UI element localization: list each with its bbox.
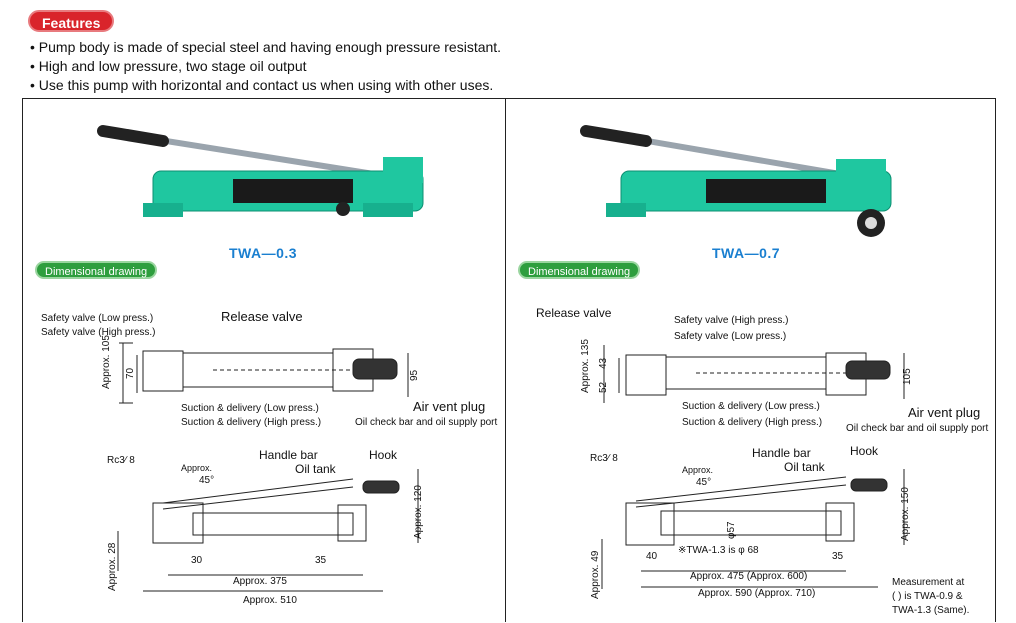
panel-twa-0-7: TWA—0.7 Dimensional drawing Release valv… (505, 98, 996, 622)
dim-40: 40 (646, 551, 658, 562)
label-approx-angle: Approx. (181, 463, 212, 473)
dim-approx-510: Approx. 510 (243, 595, 297, 606)
label-release-valve: Release valve (221, 309, 303, 324)
dim-52: 52 (598, 381, 609, 393)
label-oil-tank: Oil tank (784, 460, 826, 474)
label-rc3-8: Rc3∕ 8 (107, 455, 135, 466)
model-label: TWA—0.3 (229, 245, 298, 261)
label-hook: Hook (850, 444, 879, 458)
label-safety-high: Safety valve (High press.) (674, 315, 789, 326)
label-handle-bar: Handle bar (259, 448, 318, 462)
dim-30: 30 (191, 555, 203, 566)
dim-approx-375: Approx. 375 (233, 576, 287, 587)
dimensional-drawing-badge: Dimensional drawing (35, 261, 158, 279)
dim-approx-135: Approx. 135 (580, 339, 591, 393)
label-oil-tank: Oil tank (295, 462, 337, 476)
panel-twa-0-3: TWA—0.3 Dimensional drawing Safety valve… (22, 98, 506, 622)
dim-approx-150: Approx. 150 (900, 487, 911, 541)
dim-70: 70 (125, 367, 136, 379)
dim-105: 105 (902, 368, 913, 385)
label-angle-45: 45° (696, 477, 711, 488)
label-approx-angle: Approx. (682, 465, 713, 475)
label-phi-note: ※TWA-1.3 is φ 68 (678, 545, 759, 556)
label-oil-check: Oil check bar and oil supply port (355, 417, 498, 428)
dim-approx-105: Approx. 105 (101, 335, 112, 389)
feature-item: Use this pump with horizontal and contac… (30, 76, 501, 95)
label-air-vent-plug: Air vent plug (908, 405, 980, 420)
dim-phi57: φ57 (726, 521, 737, 539)
label-release-valve: Release valve (536, 306, 612, 320)
dim-35: 35 (832, 551, 844, 562)
model-label: TWA—0.7 (712, 245, 781, 261)
label-suction-low: Suction & delivery (Low press.) (181, 403, 319, 414)
dim-35: 35 (315, 555, 327, 566)
dim-43: 43 (598, 357, 609, 369)
dimensional-drawing-badge: Dimensional drawing (518, 261, 641, 279)
dimensional-drawing-twa-0-7: Release valve Safety valve (High press.)… (536, 306, 989, 616)
dim-approx-120: Approx. 120 (413, 485, 424, 539)
label-safety-low: Safety valve (Low press.) (674, 331, 786, 342)
label-rc3-8: Rc3∕ 8 (590, 453, 618, 464)
feature-list: Pump body is made of special steel and h… (30, 38, 501, 95)
pump-photo-twa-0-3 (97, 125, 424, 217)
label-air-vent-plug: Air vent plug (413, 399, 485, 414)
features-badge: Features (28, 10, 115, 32)
dim-approx-475: Approx. 475 (Approx. 600) (690, 571, 807, 582)
label-safety-high: Safety valve (High press.) (41, 327, 156, 338)
measurement-note-line: Measurement at (892, 577, 964, 588)
feature-item: Pump body is made of special steel and h… (30, 38, 501, 57)
label-suction-high: Suction & delivery (High press.) (181, 417, 321, 428)
dimensional-drawing-twa-0-3: Safety valve (Low press.) Safety valve (… (41, 309, 498, 606)
measurement-note-line: TWA-1.3 (Same). (892, 605, 969, 616)
label-oil-check: Oil check bar and oil supply port (846, 423, 989, 434)
dim-approx-28: Approx. 28 (107, 542, 118, 591)
label-suction-high: Suction & delivery (High press.) (682, 417, 822, 428)
dim-approx-590: Approx. 590 (Approx. 710) (698, 588, 815, 599)
dim-approx-49: Approx. 49 (590, 550, 601, 599)
pump-photo-twa-0-7 (580, 125, 892, 237)
label-suction-low: Suction & delivery (Low press.) (682, 401, 820, 412)
label-handle-bar: Handle bar (752, 446, 811, 460)
label-angle-45: 45° (199, 475, 214, 486)
measurement-note-line: ( ) is TWA-0.9 & (892, 591, 963, 602)
dim-95: 95 (409, 369, 420, 381)
label-hook: Hook (369, 448, 398, 462)
label-safety-low: Safety valve (Low press.) (41, 313, 153, 324)
feature-item: High and low pressure, two stage oil out… (30, 57, 501, 76)
